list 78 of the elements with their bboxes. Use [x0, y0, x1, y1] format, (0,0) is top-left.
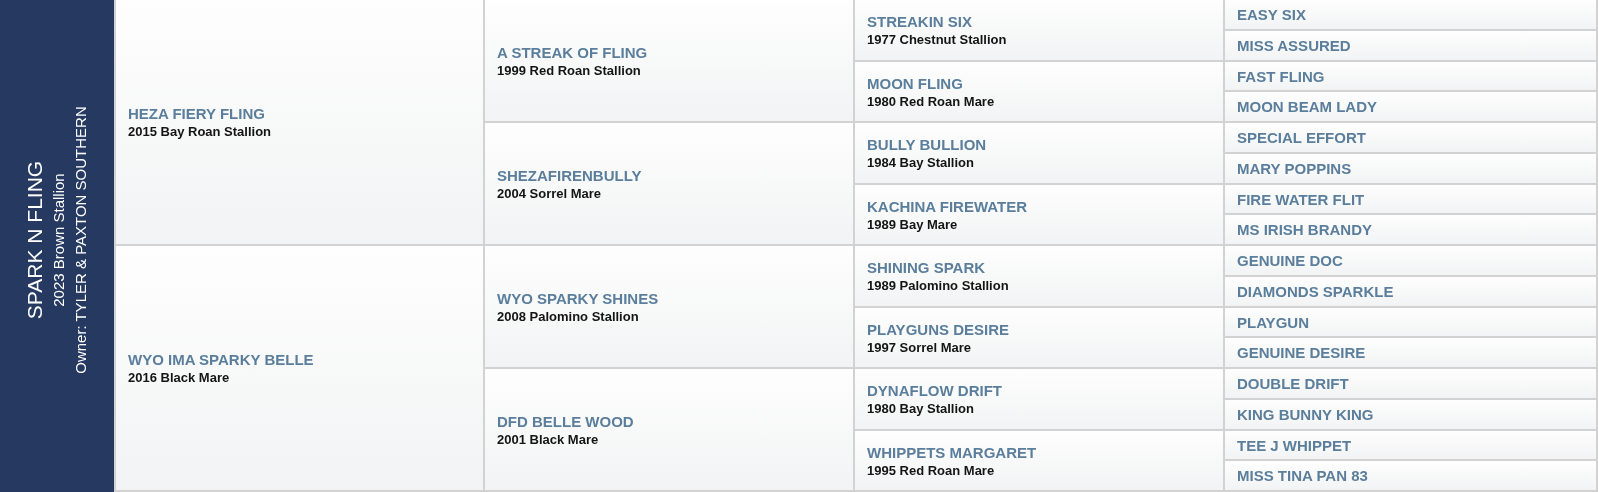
pedigree-cell: [1225, 154, 1596, 183]
horse-name: A STREAK OF FLING: [497, 42, 648, 62]
pedigree-cell: [116, 0, 483, 244]
horse-details: 2001 Black Mare: [497, 430, 599, 448]
pedigree-cell: [1225, 461, 1596, 490]
horse-details: 2015 Bay Roan Stallion: [128, 123, 272, 140]
pedigree-cell: [1225, 277, 1596, 306]
horse-details: 1995 Red Roan Mare: [867, 461, 995, 479]
horse-name: KACHINA FIREWATER: [867, 196, 1027, 216]
horse-name: KING BUNNY KING: [1237, 405, 1374, 424]
pedigree-cell: [1225, 123, 1596, 152]
horse-name: MISS TINA PAN 83: [1237, 466, 1368, 485]
horse-name: MOON BEAM LADY: [1237, 97, 1377, 116]
pedigree-cell: [1225, 0, 1596, 29]
horse-details: 1997 Sorrel Mare: [867, 338, 972, 356]
horse-details: 1999 Red Roan Stallion: [497, 61, 641, 79]
horse-details: 1984 Bay Stallion: [867, 154, 974, 171]
pedigree-cell: [116, 246, 483, 490]
pedigree-cell: [1225, 400, 1596, 429]
pedigree-cell: [855, 369, 1223, 429]
horse-details: 2016 Black Mare: [128, 369, 230, 386]
pedigree-cell: [855, 62, 1223, 121]
horse-details: 1977 Chestnut Stallion: [867, 31, 1007, 48]
horse-details: 1980 Bay Stallion: [867, 400, 974, 417]
horse-name: FIRE WATER FLIT: [1237, 189, 1365, 209]
horse-details: 1989 Palomino Stallion: [867, 277, 1009, 294]
horse-name: MISS ASSURED: [1237, 36, 1351, 55]
horse-name: TEE J WHIPPET: [1237, 435, 1352, 455]
pedigree-cell: [1225, 246, 1596, 275]
pedigree-cell: [1225, 92, 1596, 121]
horse-name: WHIPPETS MARGARET: [867, 442, 1037, 462]
horse-name: SHINING SPARK: [867, 258, 986, 277]
horse-name: GENUINE DESIRE: [1237, 343, 1366, 362]
horse-name: SPECIAL EFFORT: [1237, 128, 1366, 147]
horse-name: SHEZAFIRENBULLY: [497, 165, 642, 185]
pedigree-cell: [855, 0, 1223, 60]
pedigree-cell: [1225, 431, 1596, 459]
horse-name: WYO SPARKY SHINES: [497, 288, 659, 308]
pedigree-cell: [1225, 308, 1596, 336]
pedigree-cell: [485, 123, 853, 244]
horse-name: GENUINE DOC: [1237, 251, 1343, 270]
pedigree-cell: [1225, 31, 1596, 60]
pedigree-cell: [1225, 215, 1596, 244]
pedigree-cell: [1225, 62, 1596, 90]
horse-details: 1980 Red Roan Mare: [867, 92, 995, 110]
pedigree-cell: [485, 369, 853, 490]
horse-name: STREAKIN SIX: [867, 12, 972, 31]
horse-details: 1989 Bay Mare: [867, 215, 958, 233]
horse-name: DYNAFLOW DRIFT: [867, 381, 1002, 400]
horse-name: FAST FLING: [1237, 66, 1325, 86]
owner-text: Owner: TYLER & PAXTON SOUTHERN: [71, 106, 90, 374]
pedigree-cell: [855, 246, 1223, 306]
horse-name: MARY POPPINS: [1237, 159, 1352, 178]
horse-name: DOUBLE DRIFT: [1237, 374, 1349, 393]
pedigree-cell: [1225, 185, 1596, 213]
pedigree-cell: [485, 246, 853, 367]
pedigree-cell: [485, 0, 853, 121]
pedigree-cell: [855, 308, 1223, 367]
horse-details: 2008 Palomino Stallion: [497, 307, 639, 325]
horse-name: MOON FLING: [867, 73, 963, 93]
horse-details: 2023 Brown Stallion: [49, 173, 68, 307]
horse-name: DIAMONDS SPARKLE: [1237, 282, 1394, 301]
horse-name: MS IRISH BRANDY: [1237, 220, 1372, 239]
horse-details: 2004 Sorrel Mare: [497, 184, 602, 202]
pedigree-cell: [1225, 338, 1596, 367]
subject-panel: [0, 0, 114, 492]
horse-name: EASY SIX: [1237, 5, 1306, 24]
horse-name: BULLY BULLION: [867, 135, 987, 154]
pedigree-cell: [1225, 369, 1596, 398]
pedigree-cell: [855, 431, 1223, 490]
horse-name: PLAYGUNS DESIRE: [867, 319, 1009, 339]
horse-name: SPARK N FLING: [22, 160, 47, 320]
pedigree-cell: [855, 185, 1223, 244]
pedigree-cell: [855, 123, 1223, 183]
horse-name: HEZA FIERY FLING: [128, 104, 265, 123]
horse-name: PLAYGUN: [1237, 312, 1309, 332]
horse-name: WYO IMA SPARKY BELLE: [128, 350, 314, 369]
horse-name: DFD BELLE WOOD: [497, 411, 634, 431]
